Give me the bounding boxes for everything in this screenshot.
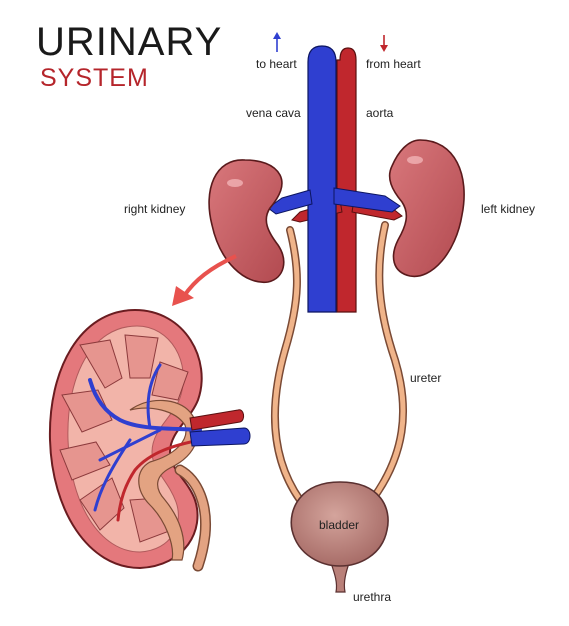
from-heart-arrow-icon xyxy=(380,35,388,52)
left-kidney-label: left kidney xyxy=(481,202,536,216)
to-heart-arrow-icon xyxy=(273,32,281,52)
urethra xyxy=(329,559,351,593)
bladder-label: bladder xyxy=(319,518,360,532)
right-kidney xyxy=(208,159,285,283)
bladder xyxy=(290,481,389,567)
ureter-label: ureter xyxy=(410,371,442,385)
left-kidney xyxy=(388,139,465,278)
kidney-cross-section xyxy=(48,308,251,572)
vena-cava-label: vena cava xyxy=(246,106,301,120)
vena-cava xyxy=(267,45,401,313)
urethra-label: urethra xyxy=(353,590,392,604)
to-heart-label: to heart xyxy=(256,57,297,71)
right-kidney-label: right kidney xyxy=(124,202,186,216)
pointer-arrow-icon xyxy=(172,254,237,306)
from-heart-label: from heart xyxy=(366,57,421,71)
aorta-label: aorta xyxy=(366,106,394,120)
diagram-subtitle: SYSTEM xyxy=(40,64,149,92)
diagram-title: URINARY xyxy=(36,20,223,64)
